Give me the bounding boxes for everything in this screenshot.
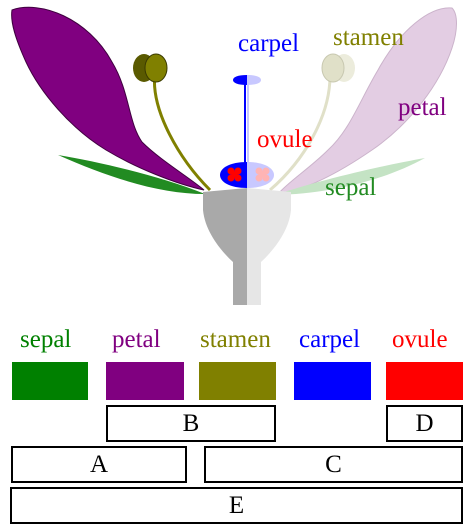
legend-swatch-sepal: [12, 362, 88, 400]
carpel-stigma-left: [233, 75, 247, 85]
box-d: D: [386, 405, 463, 442]
receptacle-left: [203, 188, 247, 305]
label-stamen: stamen: [333, 24, 404, 51]
ovule-left-5: [231, 171, 238, 178]
ovule-right-5: [259, 171, 266, 178]
stamen-left-filament: [152, 71, 212, 192]
label-sepal: sepal: [325, 174, 376, 201]
sepal-right: [275, 158, 425, 195]
legend-label-sepal: sepal: [20, 326, 72, 353]
sepal-left: [58, 155, 205, 194]
legend-label-ovule: ovule: [392, 326, 448, 353]
box-b: B: [106, 405, 276, 442]
carpel-stigma-right: [247, 75, 261, 85]
legend-label-petal: petal: [112, 326, 161, 353]
legend-swatch-ovule: [386, 362, 463, 400]
stamen-left-anther: [144, 53, 168, 83]
stamen-right-filament: [269, 75, 332, 192]
petal-left: [11, 6, 205, 191]
label-petal: petal: [398, 94, 447, 121]
label-carpel: carpel: [238, 30, 299, 57]
stamen-right-anther: [321, 53, 345, 83]
box-a: A: [11, 446, 187, 483]
legend-label-stamen: stamen: [200, 326, 271, 353]
label-ovule: ovule: [257, 126, 313, 153]
flower-diagram: carpel stamen petal ovule sepal: [11, 6, 457, 305]
legend-label-carpel: carpel: [299, 326, 361, 353]
box-e: E: [10, 487, 463, 524]
legend-swatch-petal: [106, 362, 184, 400]
legend-swatch-stamen: [199, 362, 276, 400]
receptacle-right: [247, 188, 291, 305]
legend-swatch-carpel: [294, 362, 371, 400]
box-c: C: [204, 446, 463, 483]
